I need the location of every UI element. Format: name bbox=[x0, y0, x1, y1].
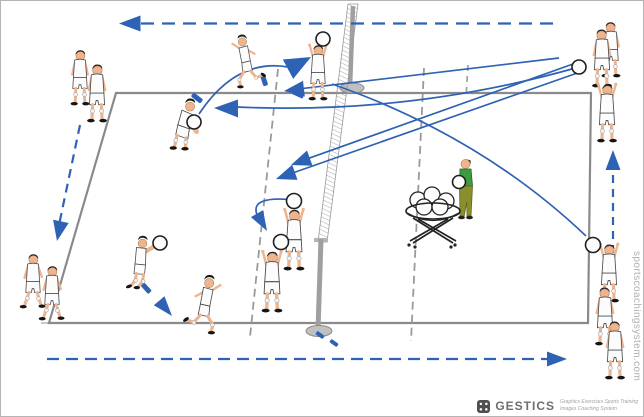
arrowhead-left-passer bbox=[214, 99, 238, 118]
trajectory-to-setter-lower bbox=[293, 70, 584, 174]
net bbox=[305, 3, 365, 337]
dash-mark bbox=[140, 282, 152, 294]
volleyball-right-bottom bbox=[584, 236, 602, 254]
court-outline bbox=[47, 91, 593, 325]
player-setter-at-net bbox=[306, 42, 330, 102]
arrowhead-left-down bbox=[53, 219, 69, 241]
volleyball-in-cart bbox=[415, 198, 433, 216]
movement-left-down bbox=[57, 124, 82, 226]
volleyball-right-top bbox=[571, 59, 587, 75]
arrowhead-setter-lower bbox=[276, 164, 298, 180]
trajectory-crosscourt-to-passer bbox=[236, 66, 580, 109]
player-waiting-top-left-2 bbox=[85, 62, 109, 124]
arrowhead-hook-down bbox=[250, 210, 267, 231]
logo-tagline-line2: Images Coaching System bbox=[560, 406, 617, 412]
player-waiting-top-left-1 bbox=[69, 48, 91, 107]
ball-cart bbox=[405, 186, 461, 249]
dash-mark bbox=[315, 331, 325, 339]
dashed-court-mark bbox=[465, 64, 469, 98]
movement-arrows bbox=[47, 22, 615, 361]
watermark-text: sportscoachingsystem.com bbox=[631, 251, 642, 382]
volleyball-in-cart bbox=[431, 198, 449, 216]
arrowhead-bottom-right bbox=[547, 351, 567, 367]
ball-cart-foot bbox=[407, 243, 411, 247]
ball-cart-foot bbox=[413, 245, 417, 249]
player-digger bbox=[123, 234, 158, 291]
trajectory-pass-to-net-setter bbox=[198, 65, 289, 115]
arrowhead-top-left bbox=[119, 15, 141, 32]
coach-shoe bbox=[466, 215, 473, 220]
arrowhead-pass-up-right bbox=[282, 57, 311, 79]
dash-mark bbox=[191, 92, 203, 104]
arrowhead-setter-upper bbox=[291, 150, 313, 166]
coach-pants bbox=[459, 185, 473, 217]
volleyball-setter-upper bbox=[285, 192, 303, 210]
dash-mark bbox=[329, 339, 339, 347]
logo-brand-text: GESTICS bbox=[495, 399, 555, 413]
trajectory-to-left-zone-high bbox=[300, 57, 560, 90]
net-post-bottom bbox=[315, 238, 324, 331]
ball-cart-legs bbox=[409, 217, 457, 244]
gestics-dice-icon bbox=[477, 399, 491, 413]
attack-line-left bbox=[249, 68, 279, 338]
ball-cart-rim bbox=[405, 202, 461, 220]
dash-mark bbox=[291, 89, 305, 99]
player-waiting-bottom-left-1 bbox=[18, 252, 47, 310]
ball-cart-foot bbox=[449, 245, 453, 249]
ball-cart-foot bbox=[453, 243, 457, 247]
logo-tagline-line1: Graphics Exercises Sports Training bbox=[560, 399, 638, 406]
trajectory-to-setter-upper bbox=[307, 63, 574, 160]
trajectory-set-to-right-player bbox=[331, 83, 587, 237]
volleyballs bbox=[152, 31, 602, 254]
coach bbox=[456, 159, 473, 220]
volleyball-digger bbox=[152, 235, 168, 251]
volleyball-setter-lower bbox=[272, 233, 290, 251]
player-right-tosser-top bbox=[595, 81, 619, 144]
coach-head bbox=[460, 159, 471, 169]
trajectory-arrowheads bbox=[214, 57, 313, 231]
movement-dash-marks bbox=[140, 73, 339, 347]
court bbox=[41, 64, 593, 342]
player-setter-left-lower bbox=[259, 248, 285, 315]
arrowhead-right-up bbox=[605, 150, 621, 170]
coach-shoe bbox=[458, 215, 465, 220]
volleyball-coach bbox=[451, 174, 467, 190]
player-runner-bottom bbox=[180, 273, 222, 336]
dash-mark bbox=[260, 73, 268, 87]
arrowhead-digger-shift bbox=[153, 296, 172, 316]
volleyball-passer bbox=[186, 114, 202, 130]
ball-cart-bowl bbox=[406, 212, 460, 222]
movement-arrowheads bbox=[53, 15, 621, 367]
volleyball-net-setter bbox=[315, 31, 331, 47]
ball-trajectories bbox=[198, 57, 587, 237]
gestics-logo: GESTICS Graphics Exercises Sports Traini… bbox=[477, 399, 638, 413]
logo-tagline: Graphics Exercises Sports Training Image… bbox=[560, 399, 638, 413]
